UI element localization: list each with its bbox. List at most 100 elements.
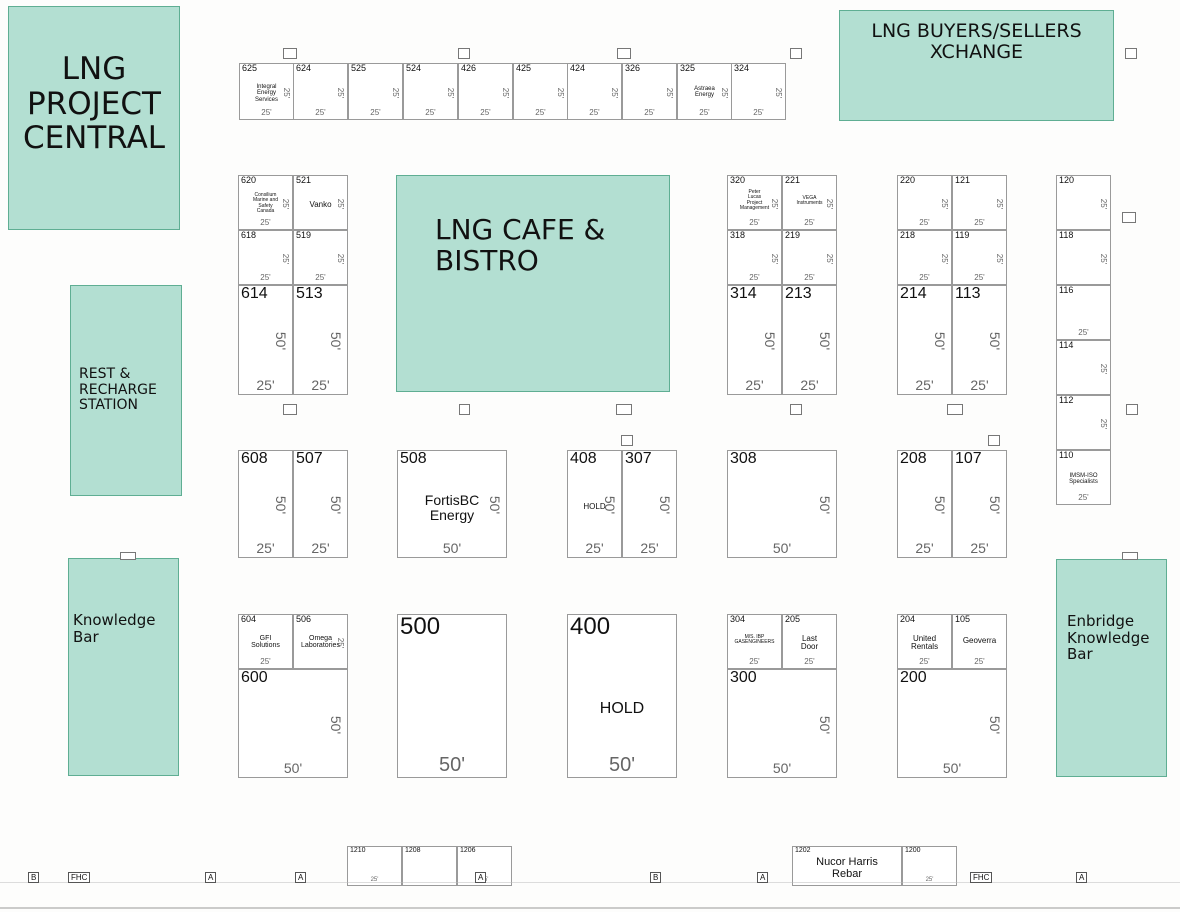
column-marker bbox=[621, 435, 633, 446]
booth-exhibitor: Integral Energy Services bbox=[254, 84, 278, 103]
booth-depth-dimension: 25' bbox=[664, 87, 674, 99]
booth-width-dimension: 25' bbox=[480, 108, 491, 117]
booth-1208[interactable]: 1208 bbox=[402, 846, 457, 886]
booth-width-dimension: 25' bbox=[974, 218, 985, 227]
booth-depth-dimension: 25' bbox=[1098, 253, 1108, 265]
booth-number: 320 bbox=[730, 175, 746, 185]
feature-lng-project-central[interactable]: LNG PROJECT CENTRAL bbox=[8, 6, 180, 230]
wall-label: FHC bbox=[970, 872, 993, 883]
booth-width-dimension: 25' bbox=[315, 108, 326, 117]
booth-depth-dimension: 25' bbox=[824, 198, 834, 210]
feature-lng-cafe-bistro[interactable]: LNG CAFE & BISTRO bbox=[396, 175, 670, 392]
wall-label: B bbox=[28, 872, 40, 883]
feature-knowledge-bar[interactable]: Knowledge Bar bbox=[68, 558, 179, 776]
booth-number: 426 bbox=[461, 63, 477, 73]
feature-enbridge-knowledge-bar[interactable]: Enbridge Knowledge Bar bbox=[1056, 559, 1167, 777]
booth-depth-dimension: 50' bbox=[601, 495, 618, 515]
booth-number: 110 bbox=[1059, 450, 1074, 460]
booth-depth-dimension: 25' bbox=[500, 87, 510, 99]
booth-depth-dimension: 25' bbox=[281, 87, 291, 99]
feature-rest-recharge-station[interactable]: REST & RECHARGE STATION bbox=[70, 285, 182, 496]
feature-lng-buyers-sellers-xchange[interactable]: LNG BUYERS/SELLERS XCHANGE bbox=[839, 10, 1114, 121]
booth-exhibitor: Peter Lucas Project Management bbox=[739, 189, 770, 211]
booth-width-dimension: 25' bbox=[915, 377, 934, 393]
booth-depth-dimension: 50' bbox=[816, 495, 833, 515]
booth-number: 219 bbox=[785, 230, 801, 240]
feature-label: LNG BUYERS/SELLERS XCHANGE bbox=[871, 20, 1082, 64]
booth-width-dimension: 50' bbox=[438, 754, 466, 776]
booth-number: 307 bbox=[625, 450, 652, 467]
booth-width-dimension: 25' bbox=[919, 657, 930, 666]
wall-label: FHC bbox=[68, 872, 91, 883]
booth-number: 507 bbox=[296, 450, 323, 467]
booth-number: 208 bbox=[900, 450, 927, 467]
booth-width-dimension: 25' bbox=[260, 657, 271, 666]
booth-number: 1200 bbox=[905, 847, 921, 854]
wall-label: A bbox=[1076, 872, 1088, 883]
booth-depth-dimension: 50' bbox=[327, 715, 344, 735]
booth-number: 500 bbox=[400, 613, 441, 640]
booth-depth-dimension: 50' bbox=[272, 331, 289, 351]
booth-number: 408 bbox=[570, 450, 597, 467]
booth-width-dimension: 25' bbox=[804, 657, 815, 666]
booth-exhibitor: Last Door bbox=[800, 634, 819, 652]
booth-500[interactable]: 500 50' bbox=[397, 614, 507, 778]
booth-426[interactable]: 426 25' 25' bbox=[458, 63, 513, 120]
booth-depth-dimension: 25' bbox=[994, 253, 1004, 265]
